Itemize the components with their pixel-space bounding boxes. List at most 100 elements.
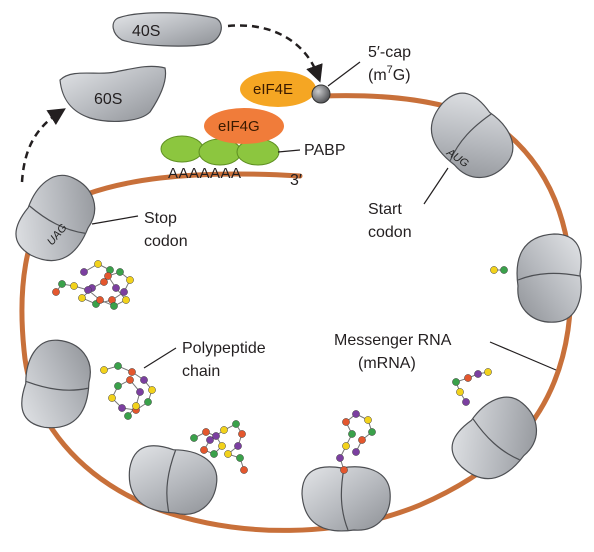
polypeptide-chain [52, 260, 134, 310]
amino-acid-bead [212, 432, 220, 440]
peptide-backbone [455, 371, 489, 403]
ribosome [516, 233, 582, 323]
amino-acid-bead [490, 266, 498, 274]
mrna-label-line2: (mRNA) [358, 355, 416, 372]
ribosome [128, 445, 218, 515]
amino-acid-bead [118, 404, 126, 412]
ribosome [451, 396, 538, 480]
amino-acid-bead [124, 412, 132, 420]
amino-acid-bead [342, 418, 350, 426]
amino-acid-bead [240, 466, 248, 474]
amino-acid-bead [342, 442, 350, 450]
amino-acid-bead [108, 394, 116, 402]
cap-label-line2: (m7G) [368, 64, 411, 84]
amino-acid-bead [236, 454, 244, 462]
ribosome [15, 174, 96, 262]
peptide-backbone [339, 413, 373, 471]
eif4e-factor: eIF4E [240, 71, 316, 107]
subunit-60s: 60S [59, 65, 167, 122]
amino-acid-bead [126, 276, 134, 284]
polypeptide-chain [490, 266, 508, 274]
pabp-label: PABP [304, 142, 346, 159]
start-codon-leader [423, 167, 449, 205]
amino-acid-bead [348, 430, 356, 438]
amino-acid-bead [474, 370, 482, 378]
polypeptide-label-line1: Polypeptide [182, 340, 266, 357]
amino-acid-bead [112, 284, 120, 292]
amino-acid-bead [220, 426, 228, 434]
amino-acid-bead [500, 266, 508, 274]
amino-acid-bead [128, 368, 136, 376]
amino-acid-bead [352, 448, 360, 456]
amino-acid-bead [462, 398, 470, 406]
amino-acid-bead [484, 368, 492, 376]
amino-acid-bead [58, 280, 66, 288]
amino-acid-bead [94, 260, 102, 268]
subunit-40s: 40S [112, 12, 222, 47]
amino-acid-bead [200, 446, 208, 454]
eif4g-factor: eIF4G [204, 108, 284, 144]
amino-acid-bead [358, 436, 366, 444]
amino-acid-bead [120, 288, 128, 296]
amino-acid-bead [218, 442, 226, 450]
arrow-40s-recycle [227, 24, 323, 83]
poly-a-tail: AAAAAAA [168, 165, 242, 182]
mrna-leader [489, 341, 557, 371]
stop-codon-label-line2: codon [144, 233, 188, 250]
eif4g-label: eIF4G [218, 118, 260, 135]
polypeptide-chain [336, 410, 376, 474]
amino-acid-bead [144, 398, 152, 406]
arrow-60s-recycle [20, 108, 66, 183]
amino-acid-bead [84, 286, 92, 294]
amino-acid-bead [126, 376, 134, 384]
polypeptide-leader [143, 347, 177, 369]
amino-acid-bead [110, 302, 118, 310]
peptide-backbone [103, 365, 153, 417]
polypeptide-chain [452, 368, 492, 406]
amino-acid-bead [224, 450, 232, 458]
amino-acid-bead [100, 278, 108, 286]
amino-acid-bead [202, 428, 210, 436]
amino-acid-bead [78, 294, 86, 302]
ribosome [430, 92, 514, 179]
amino-acid-bead [148, 386, 156, 394]
amino-acid-bead [116, 268, 124, 276]
amino-acid-bead [456, 388, 464, 396]
amino-acid-bead [210, 450, 218, 458]
pabp-complex [160, 135, 280, 166]
amino-acid-bead [452, 378, 460, 386]
amino-acid-bead [336, 454, 344, 462]
start-codon-label-line2: codon [368, 224, 412, 241]
amino-acid-bead [104, 272, 112, 280]
polypeptide-chain [100, 362, 156, 420]
start-codon-label-line1: Start [368, 201, 402, 218]
amino-acid-bead [368, 428, 376, 436]
three-prime-label: 3′ [290, 172, 302, 189]
amino-acid-bead [238, 430, 246, 438]
cap-leader [327, 61, 361, 87]
stop-codon-label-line1: Stop [144, 210, 177, 227]
amino-acid-bead [464, 374, 472, 382]
amino-acid-bead [80, 268, 88, 276]
amino-acid-bead [132, 402, 140, 410]
amino-acid-bead [364, 416, 372, 424]
mrna-label-line1: Messenger RNA [334, 332, 452, 349]
amino-acid-bead [232, 420, 240, 428]
polypeptide-chain [190, 420, 248, 474]
stop-codon-leader [91, 215, 139, 225]
subunit-40s-label: 40S [132, 23, 160, 40]
amino-acid-bead [122, 296, 130, 304]
amino-acid-bead [206, 436, 214, 444]
ribosome [21, 339, 91, 429]
pabp-leader [277, 149, 301, 153]
polypeptide-label-line2: chain [182, 363, 220, 380]
ribosome [301, 466, 391, 532]
amino-acid-bead [70, 282, 78, 290]
amino-acid-bead [114, 362, 122, 370]
amino-acid-bead [140, 376, 148, 384]
amino-acid-bead [52, 288, 60, 296]
cap-icon [311, 84, 331, 104]
amino-acid-bead [114, 382, 122, 390]
amino-acid-bead [100, 366, 108, 374]
